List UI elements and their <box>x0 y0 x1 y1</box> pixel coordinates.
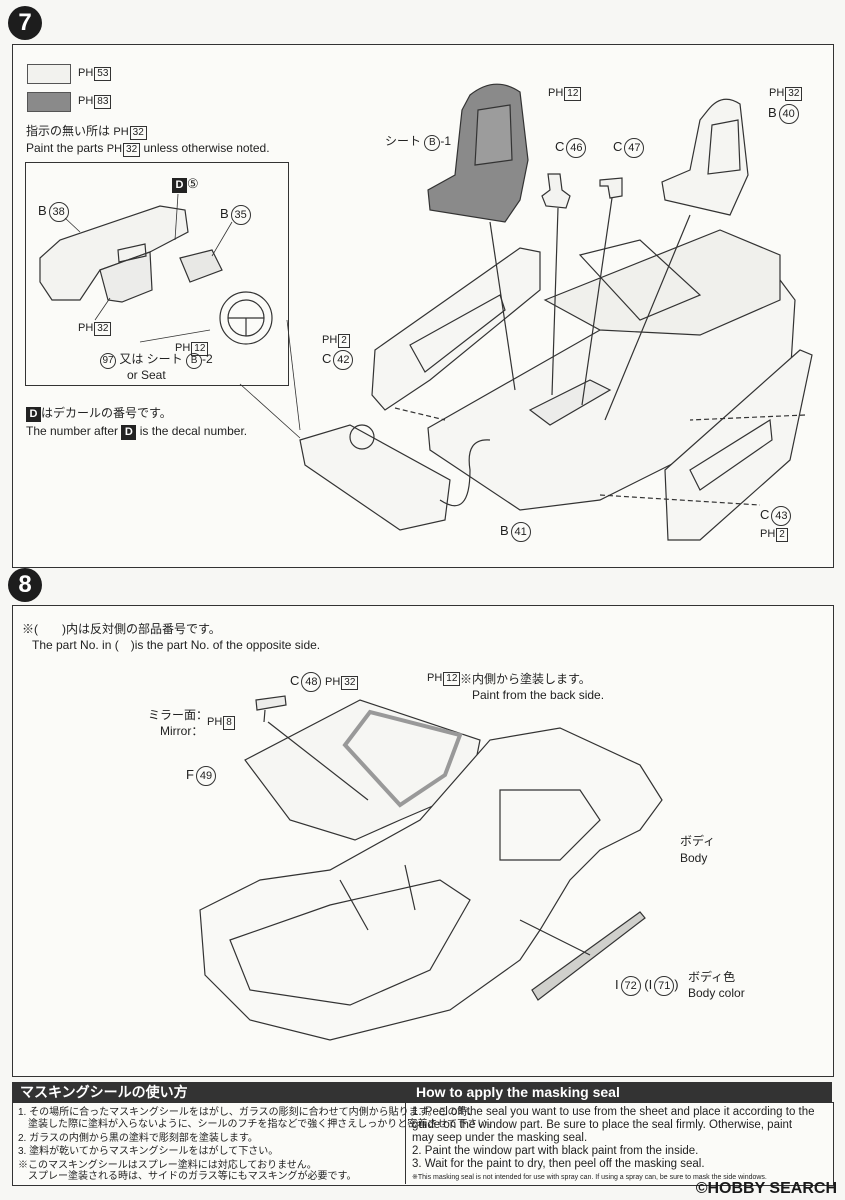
step-8-badge: 8 <box>8 568 42 602</box>
masking-title-jp: マスキングシールの使い方 <box>12 1082 412 1102</box>
opposite-side-note-jp: ※( )内は反対側の部品番号です。 <box>22 622 221 636</box>
masking-jp-line-1: 1. その場所に合ったマスキングシールをはがし、ガラスの彫刻に合わせて内側から貼… <box>18 1107 478 1118</box>
legend-swatch-dark <box>27 92 71 112</box>
mirror-label-jp: ミラー面： <box>148 708 209 722</box>
masking-jp-note-2: スプレー塗装される時は、サイドのガラス等にもマスキングが必要です。 <box>18 1171 357 1182</box>
body-color-label-jp: ボディ色 <box>688 970 736 984</box>
masking-en-line-4: 2. Paint the window part with black pain… <box>412 1145 699 1157</box>
body-label-jp: ボディ <box>680 834 716 848</box>
inside-paint-note-jp: ※内側から塗装します。 <box>460 672 591 686</box>
mirror-label-en: Mirror： <box>160 724 204 738</box>
steering-wheel-label-jp: 97 又は シート B-2 <box>100 352 213 369</box>
body-color-label-en: Body color <box>688 986 745 1000</box>
masking-en-line-2: guide on the window part. Be sure to pla… <box>412 1119 793 1131</box>
seat-b1-label: シート B-1 <box>385 134 451 151</box>
masking-en-line-1: 1. Peel off the seal you want to use fro… <box>412 1106 815 1118</box>
decal-explanation-en: The number after D is the decal number. <box>26 424 248 440</box>
legend-swatch-light <box>27 64 71 84</box>
hobby-search-watermark: ©HOBBY SEARCH <box>695 1180 837 1197</box>
masking-en-line-3: may seep under the masking seal. <box>412 1132 588 1144</box>
masking-jp-line-2: 塗装した際に塗料が入らないように、シールのフチを指などで強く押さえしっかりと密着… <box>18 1119 498 1130</box>
inside-paint-note-en: Paint from the back side. <box>472 688 605 702</box>
masking-jp-note-1: ※このマスキングシールはスプレー塗料には対応しておりません。 <box>18 1160 317 1171</box>
masking-en-line-5: 3. Wait for the paint to dry, then peel … <box>412 1158 705 1170</box>
masking-jp-line-4: 3. 塗料が乾いてからマスキングシールをはがして下さい。 <box>18 1146 279 1157</box>
steering-wheel-label-en: or Seat <box>127 368 166 382</box>
masking-en-note: ※This masking seal is not intended for u… <box>412 1174 767 1181</box>
masking-jp-line-3: 2. ガラスの内側から黒の塗料で彫刻部を塗装します。 <box>18 1133 258 1144</box>
body-label-en: Body <box>680 851 708 865</box>
masking-box <box>12 1102 834 1186</box>
masking-divider <box>405 1082 406 1184</box>
masking-title-en: How to apply the masking seal <box>408 1082 832 1102</box>
opposite-side-note-en: The part No. in ( )is the part No. of th… <box>32 638 321 652</box>
step-7-badge: 7 <box>8 6 42 40</box>
